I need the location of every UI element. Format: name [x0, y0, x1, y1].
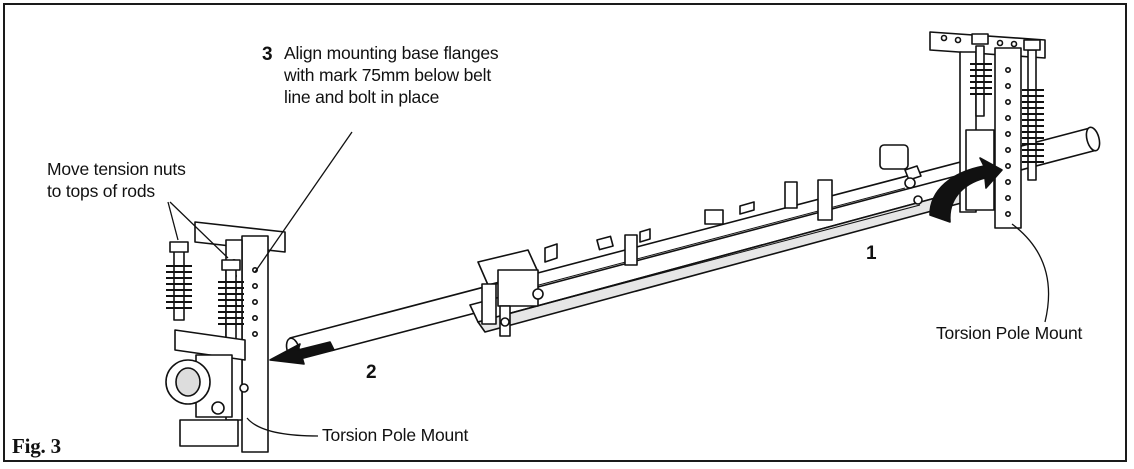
leader-tension-nut-2 — [169, 201, 229, 259]
tension-nuts-callout: Move tension nuts to tops of rods — [47, 159, 186, 201]
step3-callout: Align mounting base flanges with mark 75… — [284, 43, 499, 107]
left-mount-label: Torsion Pole Mount — [322, 425, 469, 445]
leader-right-mount — [1011, 223, 1050, 323]
torsion-channel — [469, 144, 966, 333]
center-clamp — [477, 249, 544, 337]
figure-frame — [3, 3, 1127, 462]
leader-step3 — [254, 131, 353, 273]
figure-label: Fig. 3 — [12, 434, 61, 458]
step2-number: 2 — [366, 362, 377, 383]
leader-tension-nut-1 — [167, 201, 179, 241]
step1-number: 1 — [866, 243, 877, 264]
right-mount-label: Torsion Pole Mount — [936, 323, 1083, 343]
arrow-2 — [269, 341, 335, 365]
arrow-1-rotation — [929, 157, 1003, 223]
step3-number: 3 — [262, 44, 273, 65]
left-torsion-pole-mount — [165, 221, 286, 453]
leader-left-mount — [246, 417, 319, 437]
